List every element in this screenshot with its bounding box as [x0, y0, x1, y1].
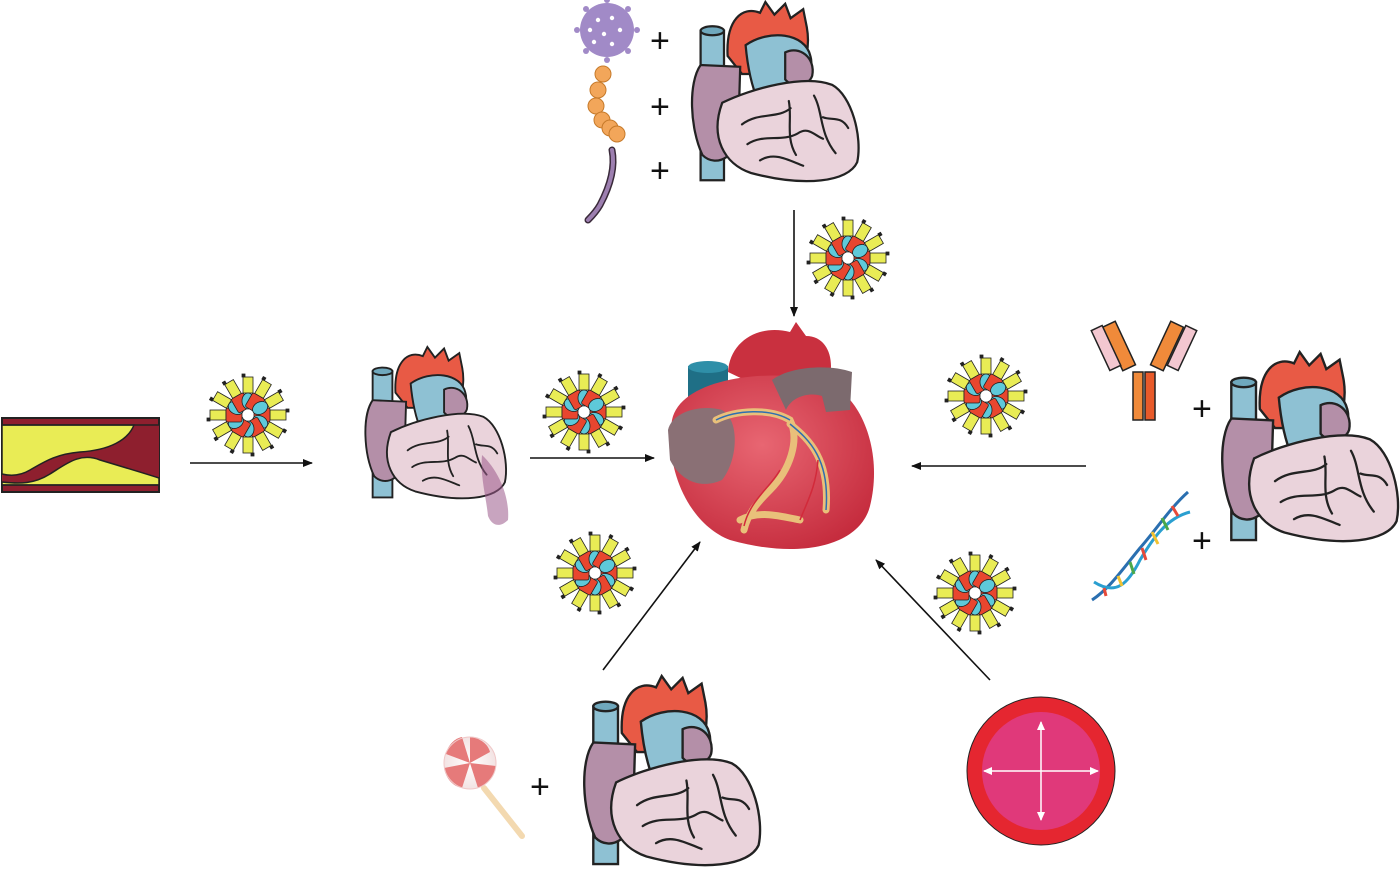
nanoparticle-micelle-icon: [933, 551, 1017, 635]
heart-icon: [1221, 350, 1400, 543]
nanoparticle-micelle-icon: [806, 216, 890, 300]
nanoparticle-micelle-icon: [206, 373, 290, 457]
realistic-heart-icon: [668, 322, 875, 550]
antibody-icon: [1090, 320, 1198, 421]
heart-icon: [583, 674, 762, 867]
infarct-region: [481, 455, 509, 525]
plus-sign: +: [650, 152, 670, 190]
heart-icon: [690, 0, 860, 183]
parasite-worm-icon: [584, 146, 617, 224]
plus-sign: +: [1192, 522, 1212, 560]
nanoparticle-micelle-icon: [553, 531, 637, 615]
lollipop-icon: [443, 736, 525, 839]
plaque-artery-icon: [1, 417, 160, 493]
plus-sign: +: [1192, 390, 1212, 428]
plus-sign: +: [530, 768, 550, 806]
arrow-icon: [602, 541, 701, 671]
bacteria-chain-icon: [587, 65, 626, 143]
plus-sign: +: [650, 88, 670, 126]
virus-icon: [574, 0, 640, 63]
arrow-icon: [875, 559, 991, 681]
dilated-vessel-icon: [966, 696, 1116, 846]
nanoparticle-micelle-icon: [944, 354, 1028, 438]
nanoparticle-micelle-icon: [542, 370, 626, 454]
dna-helix-icon: [1091, 490, 1191, 602]
plus-sign: +: [650, 22, 670, 60]
